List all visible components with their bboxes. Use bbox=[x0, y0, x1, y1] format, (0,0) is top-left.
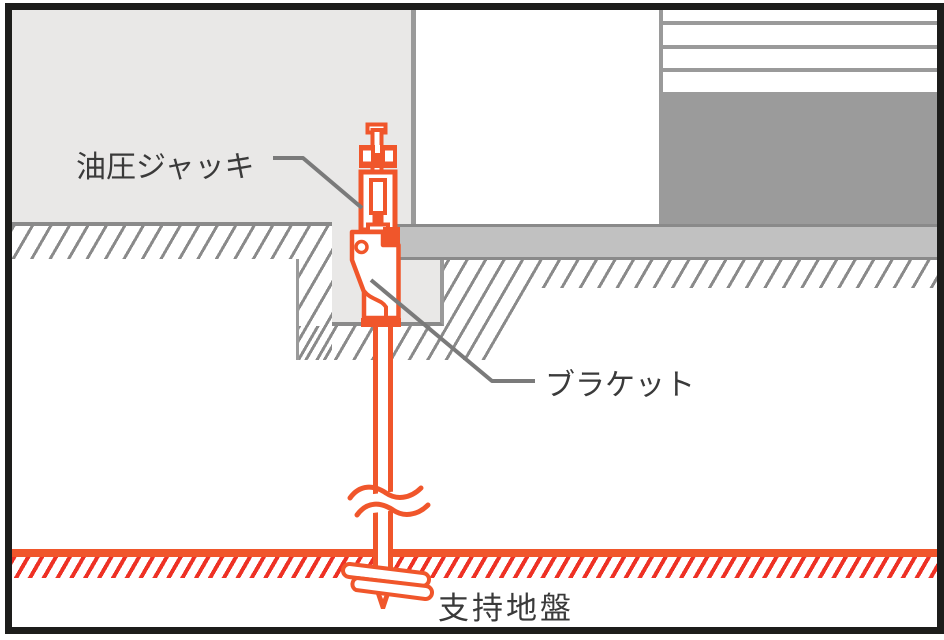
hydraulic-jack-label: 油圧ジャッキ bbox=[76, 151, 255, 184]
adjacent-wall-panel bbox=[659, 92, 937, 224]
siding-line bbox=[663, 45, 937, 49]
leader-line-bracket bbox=[369, 278, 535, 383]
floor-slab bbox=[386, 224, 937, 260]
pile-break-wave bbox=[347, 484, 424, 501]
leader-line-hydraulic-jack bbox=[273, 156, 364, 210]
bearing-stratum-label: 支持地盤 bbox=[438, 591, 574, 626]
screw-blade bbox=[350, 576, 434, 601]
jack-coupler bbox=[372, 215, 384, 223]
diagram-frame bbox=[5, 3, 944, 634]
jack-piston bbox=[369, 178, 387, 215]
bearing-stratum-line bbox=[12, 549, 937, 557]
building-foundation bbox=[12, 10, 416, 225]
bracket-sleeve-lip bbox=[361, 318, 401, 327]
bearing-stratum-hatch bbox=[12, 557, 937, 578]
siding-line bbox=[663, 21, 937, 25]
pile-break-wave bbox=[354, 501, 431, 518]
bracket-label: ブラケット bbox=[545, 369, 695, 402]
rod-core bbox=[375, 145, 380, 153]
ground-surface-line bbox=[12, 222, 332, 226]
bracket-fold-edge bbox=[362, 289, 388, 316]
bracket bbox=[349, 227, 401, 327]
crosshead-notch bbox=[385, 150, 393, 162]
wall-siding-stripes bbox=[659, 10, 937, 92]
pile-core bbox=[378, 318, 388, 599]
hydraulic-jack bbox=[358, 122, 398, 234]
bracket-bolt-hole bbox=[354, 239, 369, 255]
crosshead-notch bbox=[363, 150, 371, 162]
pit-wall-line bbox=[296, 259, 299, 360]
siding-line bbox=[663, 68, 937, 72]
